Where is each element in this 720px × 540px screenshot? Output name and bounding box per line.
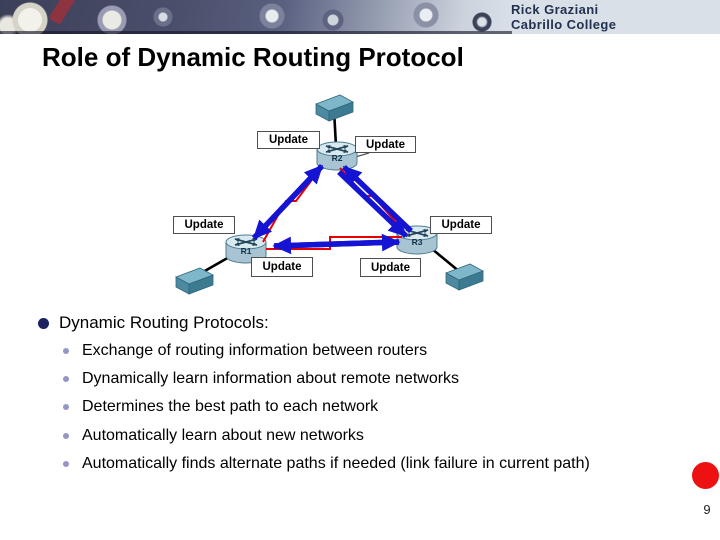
arrow-r3-to-r2	[342, 165, 413, 233]
bullet-sub: Exchange of routing information between …	[63, 342, 427, 360]
arrow-r1-to-r3	[273, 233, 401, 252]
sub-bullet-icon	[63, 404, 69, 410]
author-block: Rick Graziani Cabrillo College	[511, 2, 616, 32]
author-school: Cabrillo College	[511, 17, 617, 32]
bullet-sub: Automatically finds alternate paths if n…	[63, 455, 590, 473]
bullet-sub: Dynamically learn information about remo…	[63, 370, 459, 388]
update-label-r3-right: Update	[430, 216, 492, 234]
sub-bullet-icon	[63, 433, 69, 439]
switches	[175, 94, 484, 295]
bullet-sub: Determines the best path to each network	[63, 398, 378, 416]
bullet-sub-text: Dynamically learn information about remo…	[82, 370, 460, 387]
bullet-icon	[38, 317, 49, 329]
switch-top	[315, 94, 354, 122]
router-r2: R2	[316, 141, 358, 171]
bullet-sub: Automatically learn about new networks	[63, 427, 364, 445]
slide-title: Role of Dynamic Routing Protocol	[42, 42, 464, 72]
author-name: Rick Graziani	[511, 2, 599, 17]
network-cables-photo	[0, 0, 512, 34]
switch-right	[445, 263, 484, 291]
page-number: 9	[703, 502, 711, 517]
update-label-r1-below: Update	[251, 257, 313, 277]
header-banner: Rick Graziani Cabrillo College	[0, 0, 720, 34]
arrow-r2-to-r3	[337, 170, 408, 238]
update-label-r2-left: Update	[257, 131, 320, 149]
bullet-sub-text: Automatically learn about new networks	[82, 427, 364, 444]
sub-bullet-icon	[63, 461, 69, 467]
sub-bullet-icon	[63, 376, 69, 382]
sub-bullet-icon	[63, 348, 69, 354]
red-dot-marker	[692, 462, 719, 489]
bullet-main: Dynamic Routing Protocols:	[38, 313, 269, 333]
arrow-r2-to-r1	[252, 164, 324, 240]
blue-update-arrows	[252, 164, 413, 255]
update-label-r1-left: Update	[173, 216, 235, 234]
update-label-r2-right: Update	[355, 136, 416, 153]
bullet-sub-text: Determines the best path to each network	[82, 398, 379, 415]
bullet-sub-text: Exchange of routing information between …	[82, 342, 428, 359]
bullet-sub-text: Automatically finds alternate paths if n…	[82, 455, 590, 472]
router-label: R1	[241, 246, 252, 256]
router-label: R2	[332, 153, 343, 163]
router-label: R3	[412, 237, 423, 247]
switch-left	[175, 267, 214, 295]
update-label-r3-below: Update	[360, 258, 421, 277]
bullet-main-text: Dynamic Routing Protocols:	[59, 313, 269, 332]
